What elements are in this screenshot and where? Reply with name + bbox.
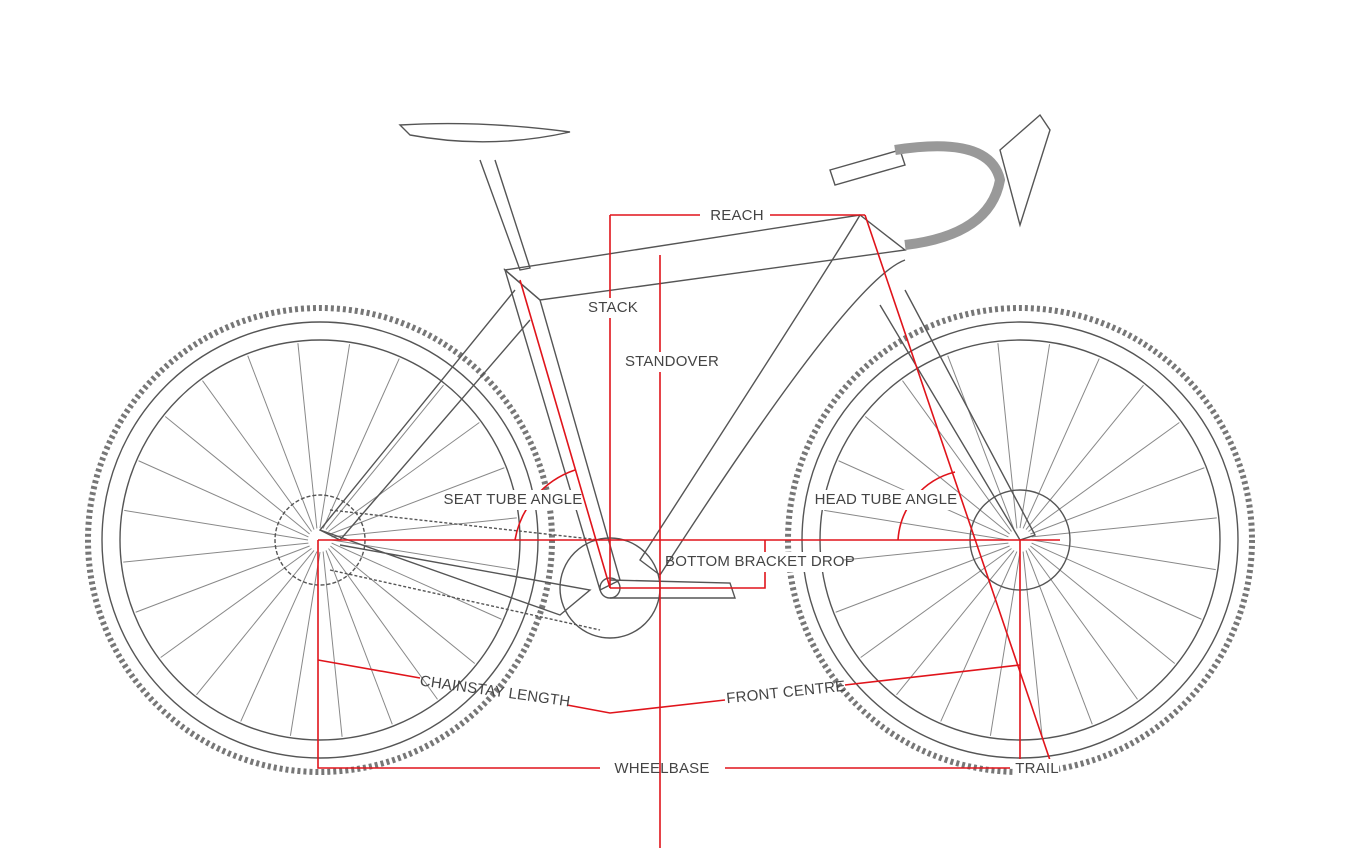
chain (329, 509, 601, 631)
spoke (325, 384, 444, 530)
spoke (319, 344, 351, 529)
label-front-centre: FRONT CENTRE (726, 678, 847, 707)
spoke (330, 467, 505, 535)
brake-lever (999, 113, 1051, 228)
spoke (860, 548, 1012, 658)
label-wheelbase: WHEELBASE (614, 760, 709, 777)
label-standover: STANDOVER (625, 353, 719, 370)
spoke (297, 343, 318, 529)
spoke (247, 355, 315, 530)
spoke (164, 416, 310, 535)
labels: REACH STACK STANDOVER SEAT TUBE ANGLE HE… (419, 207, 1059, 779)
spoke (331, 517, 517, 538)
spoke (124, 509, 309, 541)
crank-arm (609, 579, 736, 599)
spoke (1022, 358, 1100, 529)
saddle (398, 122, 571, 143)
label-head-tube-angle: HEAD TUBE ANGLE (815, 491, 958, 508)
spoke (1028, 548, 1138, 700)
spoke (997, 343, 1018, 529)
spoke (902, 380, 1012, 532)
wheelbase-line (317, 540, 1021, 769)
spoke (864, 416, 1010, 535)
spoke (940, 551, 1018, 722)
spoke (835, 545, 1010, 613)
spoke (989, 551, 1021, 736)
label-chainstay-length: CHAINSTAY LENGTH (419, 673, 571, 711)
spoke (1030, 545, 1176, 664)
front-centre-line (844, 664, 1021, 686)
label-seat-tube-angle: SEAT TUBE ANGLE (444, 491, 583, 508)
spoke (1025, 384, 1144, 530)
spoke (325, 550, 393, 725)
label-reach: REACH (710, 207, 764, 224)
spoke (138, 460, 309, 538)
spoke (1022, 551, 1043, 737)
label-stack: STACK (588, 299, 638, 316)
spoke (330, 545, 476, 664)
spoke (1031, 539, 1216, 571)
spoke (202, 380, 312, 532)
spoke (331, 542, 502, 620)
label-trail: TRAIL (1015, 760, 1059, 777)
spoke (1019, 344, 1051, 529)
spoke (824, 509, 1009, 541)
spoke (322, 358, 400, 529)
spoke (196, 550, 315, 696)
spoke (896, 550, 1015, 696)
spoke (160, 548, 312, 658)
head-tube-angle-line (864, 214, 1056, 776)
spoke (1025, 550, 1093, 725)
spoke (123, 542, 309, 563)
spoke (1030, 467, 1205, 535)
spoke (947, 355, 1015, 530)
handlebar (894, 141, 1006, 250)
spoke (289, 551, 321, 736)
spoke (240, 551, 318, 722)
spoke (1028, 422, 1180, 532)
seat-tube-angle-line (519, 279, 611, 589)
label-bottom-bracket-drop: BOTTOM BRACKET DROP (665, 553, 855, 570)
chainstay-line (317, 659, 726, 714)
spoke (1031, 517, 1217, 538)
spoke (135, 545, 310, 613)
spoke (322, 551, 343, 737)
bike-drawing (85, 113, 1255, 775)
spoke (328, 422, 480, 532)
stem (829, 149, 906, 186)
spoke (1031, 542, 1202, 620)
